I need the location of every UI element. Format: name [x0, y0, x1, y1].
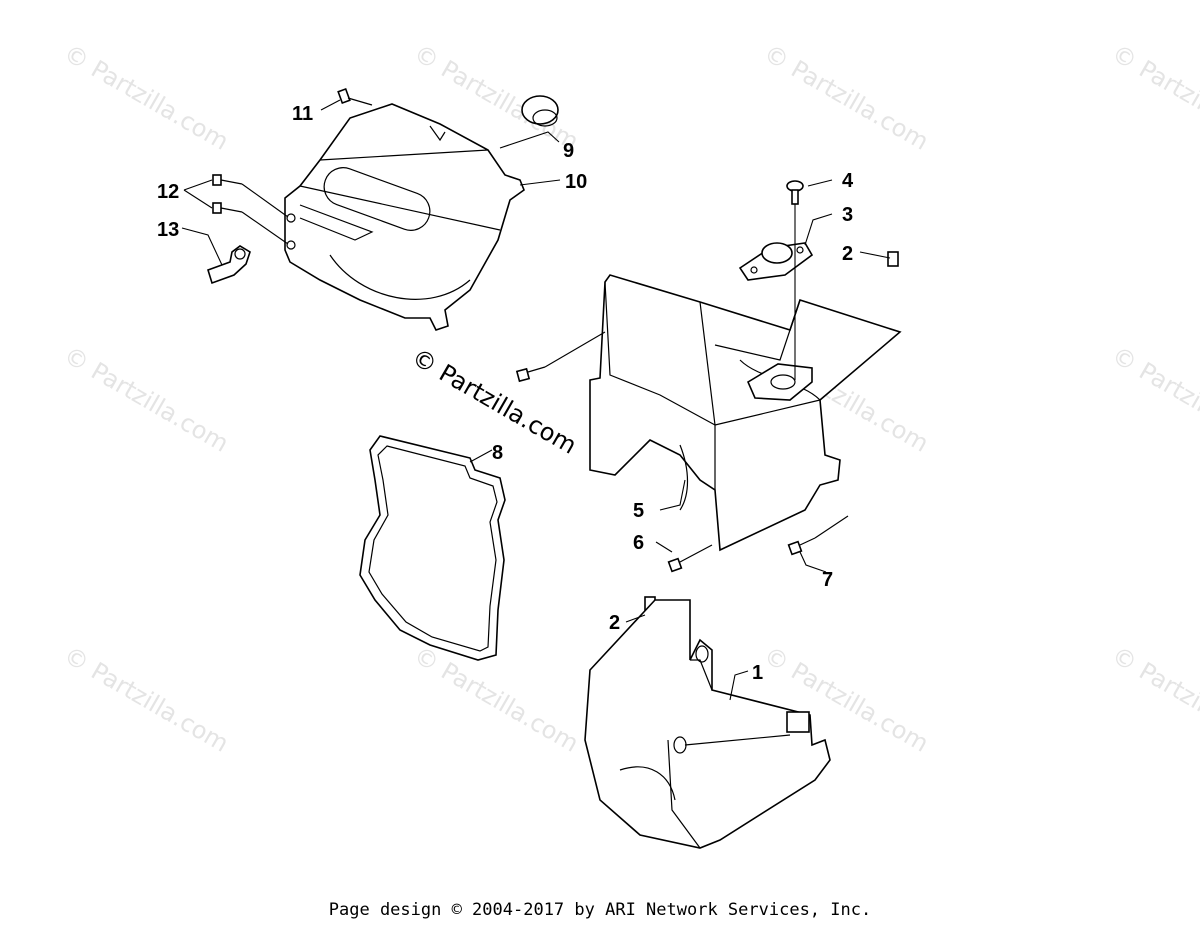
part-gasket	[359, 435, 506, 661]
callout-4: 4	[842, 170, 854, 192]
callout-11: 11	[292, 103, 313, 125]
watermark: © Partzilla.com	[59, 641, 233, 758]
watermark: © Partzilla.com	[59, 39, 233, 156]
part-grommet	[738, 242, 814, 281]
part-bolts-12	[212, 174, 289, 245]
part-bolt-7	[787, 515, 849, 556]
callout-7: 7	[822, 569, 833, 591]
part-clip-upper	[887, 251, 899, 267]
page-footer: Page design © 2004-2017 by ARI Network S…	[328, 900, 872, 920]
callout-2-lower: 2	[609, 612, 620, 634]
callout-2-upper: 2	[842, 243, 853, 265]
callout-5: 5	[633, 500, 644, 522]
callout-9: 9	[563, 140, 574, 162]
part-bolt-shroud	[515, 331, 606, 383]
part-bolt-11	[337, 87, 373, 106]
part-grommet-seat	[746, 363, 813, 401]
watermark: © Partzilla.com	[1107, 641, 1200, 758]
leader-lines	[181, 99, 891, 701]
callout-12: 12	[157, 181, 179, 203]
part-lower-cover	[584, 599, 831, 849]
callout-13: 13	[157, 219, 179, 241]
watermark: © Partzilla.com	[409, 641, 583, 758]
part-bolt-6	[667, 544, 713, 573]
callout-10: 10	[565, 171, 587, 193]
callout-6: 6	[633, 532, 644, 554]
callouts: 11 9 10 12 13 4 3 2 8 5 6 7 2 1	[157, 103, 854, 684]
watermark: © Partzilla.com	[759, 39, 933, 156]
watermark: © Partzilla.com	[59, 341, 233, 458]
callout-1: 1	[752, 662, 763, 684]
part-screw-4	[786, 180, 804, 380]
watermark: © Partzilla.com	[1107, 341, 1200, 458]
callout-8: 8	[492, 442, 503, 464]
watermark: © Partzilla.com	[1107, 39, 1200, 156]
part-plug	[521, 95, 559, 127]
callout-3: 3	[842, 204, 853, 226]
part-clamp	[207, 245, 251, 285]
part-fan-shroud	[284, 103, 525, 331]
